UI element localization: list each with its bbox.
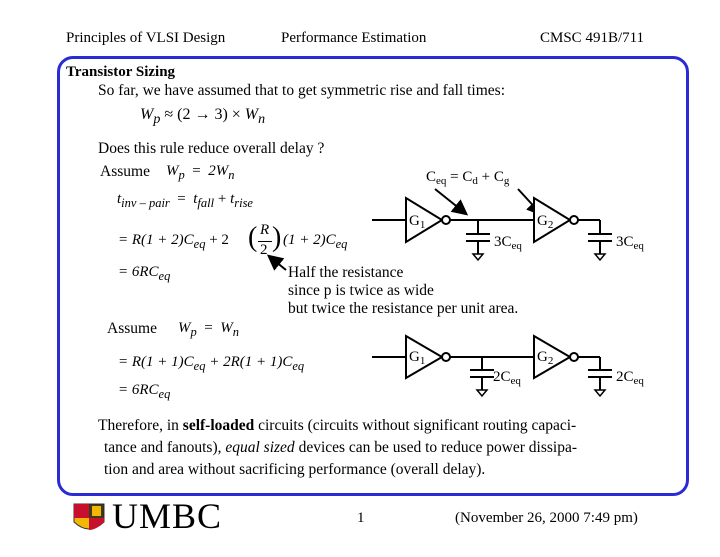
assume-label-2: Assume <box>107 320 157 337</box>
svg-text:3Ceq: 3Ceq <box>616 234 644 252</box>
svg-text:G1: G1 <box>409 349 425 367</box>
svg-text:G1: G1 <box>409 213 425 231</box>
assume-label-1: Assume <box>100 163 150 180</box>
header-course-code: CMSC 491B/711 <box>540 30 645 46</box>
conclusion: Therefore, in self-loaded circuits (circ… <box>98 417 578 478</box>
umbc-logo-text: UMBC <box>112 496 223 536</box>
note-arrow <box>266 254 287 271</box>
question-text: Does this rule reduce overall delay ? <box>98 140 325 157</box>
inverter-g2 <box>533 196 572 244</box>
frac-numerator: R <box>260 222 270 238</box>
delay-eq-line1: = R(1 + 2)Ceq + 2 <box>118 232 229 251</box>
circuit-1: G1 3Ceq G2 3Ceq <box>372 196 644 262</box>
delay-sum-eq: tinv – pair = tfall + trise <box>117 191 253 210</box>
svg-text:2Ceq: 2Ceq <box>493 369 521 387</box>
page-number: 1 <box>357 510 365 526</box>
footer-date: (November 26, 2000 7:49 pm) <box>455 510 638 526</box>
intro-text: So far, we have assumed that to get symm… <box>98 82 506 99</box>
svg-text:G2: G2 <box>537 349 553 367</box>
delay-eq2-line1: = R(1 + 1)Ceq + 2R(1 + 1)Ceq <box>118 354 305 373</box>
svg-text:G2: G2 <box>537 213 553 231</box>
frac-paren-left: ( <box>248 222 258 253</box>
header-topic: Performance Estimation <box>281 30 427 46</box>
header-course: Principles of VLSI Design <box>66 30 226 46</box>
slide-frame <box>57 56 689 496</box>
frac-denominator: 2 <box>260 242 268 258</box>
sizing-rule: Wp ≈ (2 → 3) × Wn <box>140 106 266 128</box>
inverter-g1-b <box>405 334 444 380</box>
frac-bar <box>258 241 272 242</box>
assume-eq-1: Wp = 2Wn <box>166 163 235 182</box>
delay-eq2-line2: = 6RCeq <box>118 382 171 401</box>
inverter-g2-b <box>533 334 572 380</box>
inverter-g1 <box>405 196 444 244</box>
ceq-definition-label: Ceq = Cd + Cg <box>426 169 510 187</box>
slide-title: Transistor Sizing <box>66 64 176 80</box>
umbc-crest-icon <box>73 503 105 530</box>
frac-paren-right: ) <box>272 222 282 253</box>
delay-eq-line2: = 6RCeq <box>118 264 171 283</box>
resistance-note: Half the resistance since p is twice as … <box>288 264 519 317</box>
svg-text:2Ceq: 2Ceq <box>616 369 644 387</box>
delay-eq-line1-tail: (1 + 2)Ceq <box>283 232 348 251</box>
circuit-2: G1 2Ceq G2 2Ceq <box>372 334 644 398</box>
arrow-to-drain <box>434 188 469 216</box>
svg-text:3Ceq: 3Ceq <box>494 234 522 252</box>
assume-eq-2: Wp = Wn <box>178 320 239 339</box>
